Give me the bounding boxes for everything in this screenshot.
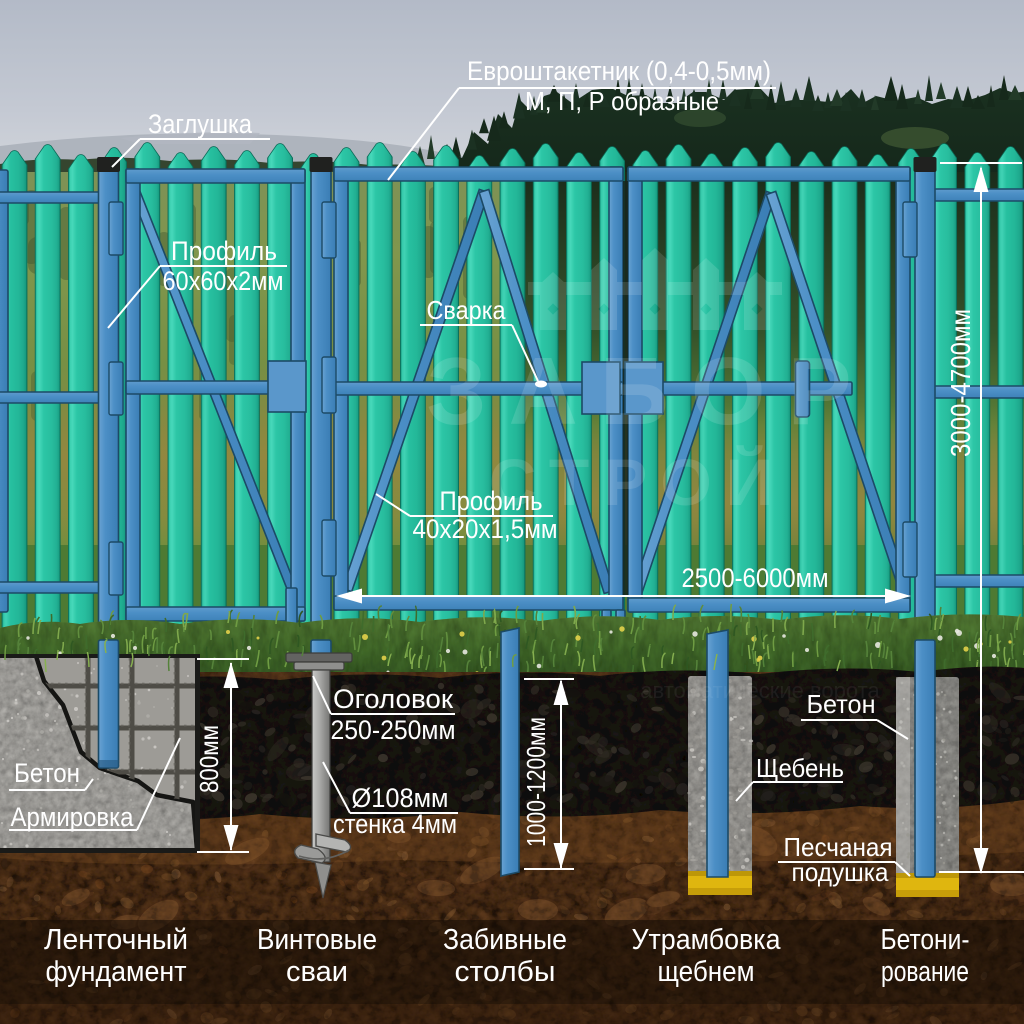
svg-text:рование: рование: [881, 956, 969, 988]
svg-text:столбы: столбы: [455, 956, 556, 988]
svg-text:сваи: сваи: [286, 956, 348, 988]
svg-text:Щебень: Щебень: [756, 753, 844, 783]
svg-text:Евроштакетник (0,4-0,5мм): Евроштакетник (0,4-0,5мм): [467, 56, 771, 86]
svg-text:3000-4700мм: 3000-4700мм: [945, 309, 976, 457]
svg-text:250-250мм: 250-250мм: [331, 715, 456, 745]
svg-text:Заглушка: Заглушка: [148, 109, 253, 139]
svg-text:фундамент: фундамент: [46, 956, 187, 988]
svg-text:Бетон: Бетон: [14, 758, 80, 788]
svg-text:СТРОЙ: СТРОЙ: [489, 444, 787, 519]
svg-text:Бетон: Бетон: [807, 689, 876, 719]
svg-text:Профиль: Профиль: [440, 486, 543, 516]
svg-text:60х60х2мм: 60х60х2мм: [163, 266, 284, 296]
svg-text:Сварка: Сварка: [427, 295, 506, 325]
svg-text:Винтовые: Винтовые: [257, 924, 377, 956]
svg-text:40х20х1,5мм: 40х20х1,5мм: [413, 514, 558, 544]
svg-text:1000-1200мм: 1000-1200мм: [521, 717, 551, 847]
svg-text:стенка 4мм: стенка 4мм: [333, 809, 457, 839]
svg-text:800мм: 800мм: [194, 725, 224, 793]
svg-text:Утрамбовка: Утрамбовка: [632, 924, 782, 956]
svg-text:Ø108мм: Ø108мм: [352, 783, 449, 813]
svg-text:подушка: подушка: [792, 857, 890, 887]
svg-text:2500-6000мм: 2500-6000мм: [682, 563, 829, 593]
svg-text:автоматические ворота: автоматические ворота: [640, 678, 880, 703]
svg-text:щебнем: щебнем: [658, 956, 755, 988]
svg-text:Песчаная: Песчаная: [784, 832, 893, 862]
svg-text:М, П, Р образные: М, П, Р образные: [525, 86, 719, 116]
svg-text:Ленточный: Ленточный: [44, 924, 188, 956]
svg-text:ЗАБОР: ЗАБОР: [426, 338, 873, 445]
svg-text:Бетони-: Бетони-: [881, 924, 970, 956]
svg-text:Армировка: Армировка: [11, 802, 135, 832]
svg-text:Профиль: Профиль: [171, 236, 277, 266]
svg-text:Оголовок: Оголовок: [333, 684, 453, 714]
svg-text:Забивные: Забивные: [443, 924, 567, 956]
